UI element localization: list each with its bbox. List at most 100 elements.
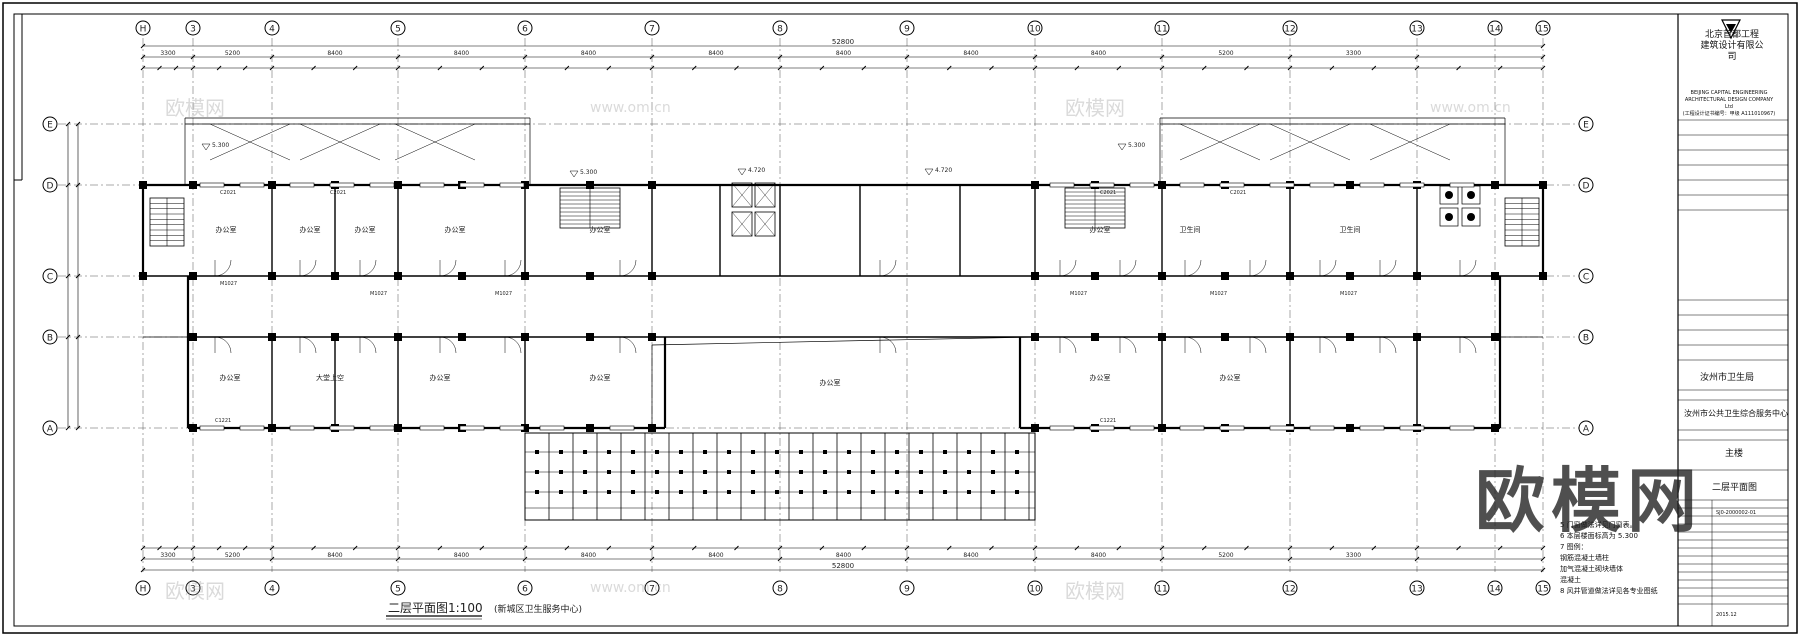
column bbox=[521, 424, 529, 432]
dimension-text: 8400 bbox=[1091, 552, 1106, 559]
window bbox=[419, 182, 445, 188]
dimension-tick bbox=[1329, 545, 1335, 551]
dimension-tick bbox=[1329, 65, 1335, 71]
canopy-node bbox=[583, 470, 587, 474]
watermark-faint-2: 欧模网 bbox=[1065, 96, 1125, 120]
dimension-tick bbox=[395, 65, 401, 71]
dimension-tick bbox=[734, 65, 739, 71]
elevator-shaft bbox=[754, 182, 776, 208]
dimension-text: 8400 bbox=[836, 50, 851, 57]
canopy-node bbox=[919, 490, 923, 494]
window bbox=[369, 182, 395, 188]
dimension-tick bbox=[1116, 545, 1122, 551]
canopy-node bbox=[727, 490, 731, 494]
window bbox=[1359, 425, 1385, 431]
canopy-node bbox=[943, 470, 947, 474]
dimension-tick bbox=[777, 556, 783, 562]
door-swing bbox=[214, 259, 232, 277]
column bbox=[1346, 333, 1354, 341]
dimension-tick bbox=[1540, 556, 1546, 562]
grid-bubble bbox=[772, 20, 788, 36]
dimension-text: 8400 bbox=[581, 552, 596, 559]
note-line: 混凝土 bbox=[1560, 576, 1581, 584]
dimension-tick bbox=[216, 545, 222, 551]
canopy-node bbox=[631, 450, 635, 454]
dimension-tick bbox=[437, 65, 443, 71]
canopy-node bbox=[943, 450, 947, 454]
dimension-text: 8400 bbox=[327, 50, 342, 57]
grid-label: 7 bbox=[649, 585, 655, 595]
canopy-node bbox=[775, 490, 779, 494]
room-label: 办公室 bbox=[1090, 225, 1111, 234]
grid-bubble bbox=[264, 20, 280, 36]
room-label: 卫生间 bbox=[1340, 225, 1361, 234]
window bbox=[1359, 182, 1385, 188]
dimension-text: 8400 bbox=[708, 50, 723, 57]
plan-walls bbox=[139, 117, 1547, 432]
dimension-tick bbox=[1032, 65, 1038, 71]
toilet-fixture bbox=[1445, 191, 1453, 199]
door-swing bbox=[504, 259, 522, 277]
grid-label: B bbox=[47, 334, 53, 344]
dimension-tick bbox=[904, 556, 910, 562]
door-swing bbox=[1319, 259, 1337, 277]
dimension-tick bbox=[173, 65, 179, 71]
grid-bubble bbox=[1487, 20, 1503, 36]
dimension-tick bbox=[1159, 556, 1165, 562]
room-label: 办公室 bbox=[1090, 373, 1111, 382]
door-tag: M1027 bbox=[1340, 291, 1357, 297]
sheet-title: 二层平面图 bbox=[1712, 483, 1758, 493]
atrium-void-line bbox=[651, 336, 1036, 346]
column bbox=[1221, 272, 1229, 280]
drawing-title: 二层平面图1:100 bbox=[388, 601, 483, 615]
dimension-tick bbox=[479, 65, 485, 71]
project-name: 汝州市公共卫生综合服务中心 bbox=[1684, 409, 1788, 418]
canopy-node bbox=[967, 450, 971, 454]
dimension-tick bbox=[734, 545, 739, 551]
drawing-date: 2015.12 bbox=[1716, 612, 1737, 618]
grid-label: 15 bbox=[1537, 25, 1548, 35]
door-swing bbox=[1459, 259, 1477, 277]
room-label: 大堂上空 bbox=[316, 373, 344, 382]
grid-bubble bbox=[390, 580, 406, 596]
canopy-node bbox=[535, 450, 539, 454]
grid-bubble bbox=[517, 580, 533, 596]
canopy-node bbox=[799, 450, 803, 454]
dimension-text: 3300 bbox=[1346, 50, 1361, 57]
company-logo-icon bbox=[1726, 24, 1736, 33]
dimension-tick bbox=[1244, 545, 1249, 551]
dimension-tick bbox=[691, 545, 697, 551]
dimension-tick bbox=[75, 425, 81, 431]
window bbox=[239, 425, 265, 431]
dimension-text: 5200 bbox=[225, 552, 240, 559]
dimension-tick bbox=[65, 121, 71, 127]
inner-border bbox=[13, 13, 1789, 627]
canopy-node bbox=[655, 470, 659, 474]
grid-bubble bbox=[1578, 116, 1594, 132]
door-tag: M1027 bbox=[220, 281, 237, 287]
canopy-node bbox=[727, 470, 731, 474]
window bbox=[329, 182, 355, 188]
window bbox=[329, 425, 355, 431]
dimension-tick bbox=[606, 65, 612, 71]
grid-label: D bbox=[47, 182, 54, 192]
canopy-node bbox=[535, 470, 539, 474]
drawing-number: SJ0-2000002-01 bbox=[1716, 510, 1757, 516]
dimension-tick bbox=[75, 334, 81, 340]
canopy-node bbox=[991, 470, 995, 474]
grid-label: C bbox=[1583, 273, 1589, 283]
dimension-tick bbox=[311, 545, 316, 551]
dimension-tick bbox=[1074, 545, 1080, 551]
toilet-stall bbox=[1439, 207, 1459, 227]
door-swing bbox=[1379, 336, 1397, 354]
dimension-tick bbox=[190, 556, 196, 562]
door-swing bbox=[619, 336, 637, 354]
dimension-tick bbox=[946, 545, 952, 551]
dimension-tick bbox=[140, 545, 146, 551]
grid-label: 9 bbox=[904, 25, 910, 35]
canopy-node bbox=[847, 470, 851, 474]
column bbox=[394, 333, 402, 341]
room-label: 办公室 bbox=[445, 225, 466, 234]
grid-label: D bbox=[1583, 182, 1590, 192]
